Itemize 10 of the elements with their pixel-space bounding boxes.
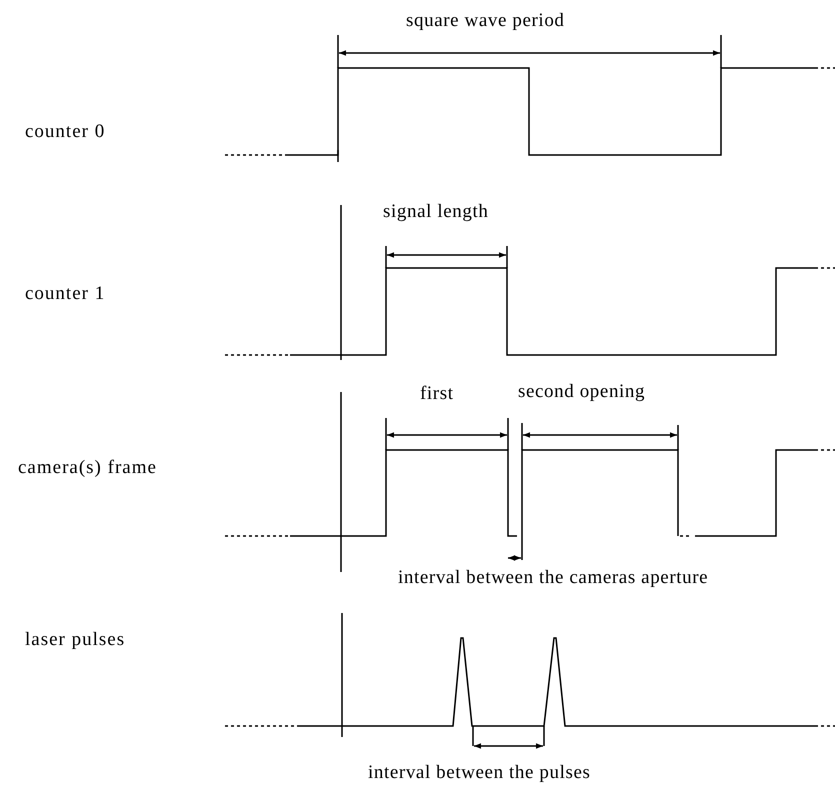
dimension-label: interval between the cameras aperture xyxy=(398,567,708,590)
dimension-label: second opening xyxy=(518,381,646,404)
signal-name: camera(s) frame xyxy=(18,457,157,480)
signal-name: counter 0 xyxy=(25,121,106,144)
dimension-label: square wave period xyxy=(406,10,565,33)
dimension-label: first xyxy=(420,383,454,406)
signal-name: counter 1 xyxy=(25,283,106,306)
signal-name: laser pulses xyxy=(25,629,126,652)
dimension-label: interval between the pulses xyxy=(368,762,590,785)
dimension-label: signal length xyxy=(383,201,488,224)
